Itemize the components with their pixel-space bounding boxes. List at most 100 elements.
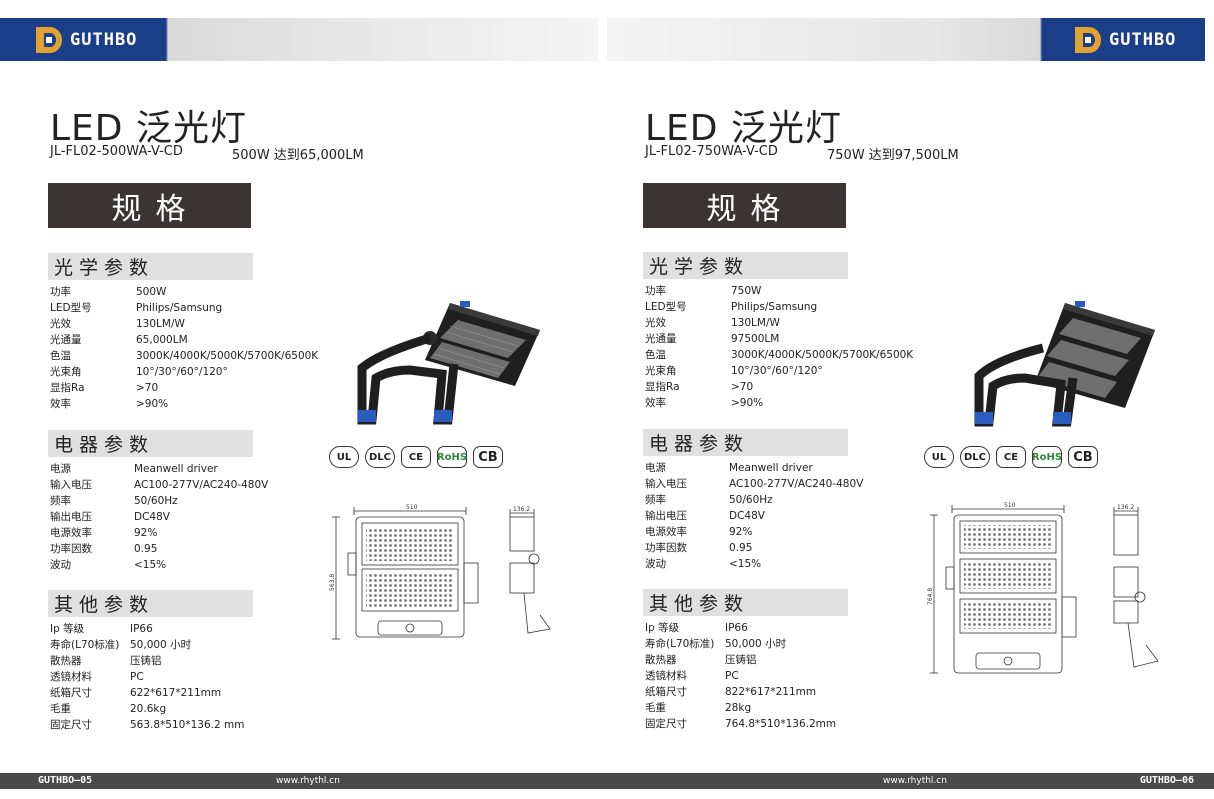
spec-key: LED型号	[645, 301, 687, 313]
footer-bar: www.rhythl.cn GUTHBO—06	[607, 773, 1214, 789]
brand-logo: GUTHBO	[0, 18, 166, 61]
spec-row: 色温 3000K/4000K/5000K/5700K/6500K	[50, 348, 318, 364]
spec-value: >90%	[731, 397, 764, 409]
spec-value: 20.6kg	[130, 703, 167, 715]
spec-key: 输出电压	[50, 511, 92, 523]
spec-value: 822*617*211mm	[725, 686, 817, 698]
section-electrical-title: 电器参数	[48, 430, 253, 457]
spec-value: <15%	[134, 559, 167, 571]
spec-value: PC	[725, 670, 739, 682]
spec-key: 电源	[50, 463, 71, 475]
spec-key: 显指Ra	[645, 381, 680, 393]
spec-key: 效率	[50, 398, 71, 410]
footer-url[interactable]: www.rhythl.cn	[883, 776, 947, 786]
section-other-title: 其他参数	[643, 589, 848, 616]
dim-height-label: 764.8	[927, 588, 934, 605]
spec-key: 功率	[50, 286, 71, 298]
spec-key: 光通量	[50, 334, 82, 346]
spec-key: 输入电压	[645, 478, 687, 490]
power-tagline: 750W 达到97,500LM	[827, 148, 959, 163]
spec-row: LED型号 Philips/Samsung	[645, 299, 913, 315]
spec-value: 50/60Hz	[729, 494, 773, 506]
spec-value: 622*617*211mm	[130, 687, 222, 699]
spec-value: 压铸铝	[725, 654, 757, 666]
spec-value: 750W	[731, 285, 762, 297]
spec-key: 透镜材料	[645, 670, 687, 682]
cb-icon: CB	[1068, 446, 1098, 468]
spec-row: 散热器压铸铝	[50, 653, 244, 669]
ul-listed-icon: UL	[924, 446, 954, 468]
spec-key: 电源	[645, 462, 666, 474]
spec-value: >90%	[136, 398, 169, 410]
spec-heading: 规格	[643, 183, 846, 228]
dimension-drawing: 510 764.8 136.2	[922, 497, 1167, 677]
brand-name: GUTHBO	[70, 29, 138, 50]
dim-width-label: 510	[1004, 502, 1016, 509]
spec-value: Philips/Samsung	[731, 301, 818, 313]
spec-key: 电源效率	[50, 527, 92, 539]
spec-value: 0.95	[729, 542, 753, 554]
footer-url[interactable]: www.rhythl.cn	[276, 776, 340, 786]
spec-key: 光通量	[645, 333, 677, 345]
spec-row: 效率 >90%	[50, 396, 318, 412]
spec-key: 频率	[645, 494, 666, 506]
spec-row: 波动<15%	[50, 557, 268, 573]
spec-value: 97500LM	[731, 333, 780, 345]
spec-key: 功率因数	[50, 543, 92, 555]
spec-value: IP66	[725, 622, 748, 634]
page-left: GUTHBO LED 泛光灯 JL-FL02-500WA-V-CD 500W 达…	[0, 18, 607, 789]
section-optical-title: 光学参数	[48, 253, 253, 280]
spec-row: 波动<15%	[645, 556, 863, 572]
spec-value: 92%	[729, 526, 753, 538]
spec-row: 寿命(L70标准) 50,000 小时	[50, 637, 244, 653]
model-number: JL-FL02-750WA-V-CD	[645, 144, 778, 159]
spec-value: 50,000 小时	[130, 639, 192, 651]
spec-value: AC100-277V/AC240-480V	[729, 478, 864, 490]
spec-value: IP66	[130, 623, 153, 635]
spec-value: DC48V	[729, 510, 765, 522]
page-number: GUTHBO—06	[1139, 775, 1194, 786]
spec-value: 130LM/W	[731, 317, 780, 329]
spec-value: 563.8*510*136.2 mm	[130, 719, 245, 731]
spec-row: 电源效率 92%	[50, 525, 268, 541]
spec-key: 固定尺寸	[50, 719, 92, 731]
section-other-title: 其他参数	[48, 590, 253, 617]
header-bar: GUTHBO	[0, 18, 598, 61]
spec-value: 10°/30°/60°/120°	[136, 366, 228, 378]
spec-key: 频率	[50, 495, 71, 507]
brand-logo-icon	[34, 25, 64, 55]
spec-key: 波动	[645, 558, 666, 570]
dim-width-label: 510	[406, 504, 418, 511]
spec-key: 色温	[50, 350, 71, 362]
spec-key: 显指Ra	[50, 382, 85, 394]
power-tagline: 500W 达到65,000LM	[232, 148, 364, 163]
ce-icon: CE	[996, 446, 1026, 468]
spec-value: Meanwell driver	[729, 462, 813, 474]
spec-key: 光效	[645, 317, 666, 329]
dimension-drawing: 510 563.8 136.2	[328, 503, 560, 645]
spec-value: 92%	[134, 527, 158, 539]
spec-key: 寿命(L70标准)	[50, 639, 120, 651]
spec-value: 3000K/4000K/5000K/5700K/6500K	[136, 350, 319, 362]
spec-key: 毛重	[645, 702, 666, 714]
spec-value: >70	[731, 381, 754, 393]
spec-value: Philips/Samsung	[136, 302, 223, 314]
spec-value: 0.95	[134, 543, 158, 555]
cb-icon: CB	[473, 446, 503, 468]
spec-key: 光效	[50, 318, 71, 330]
